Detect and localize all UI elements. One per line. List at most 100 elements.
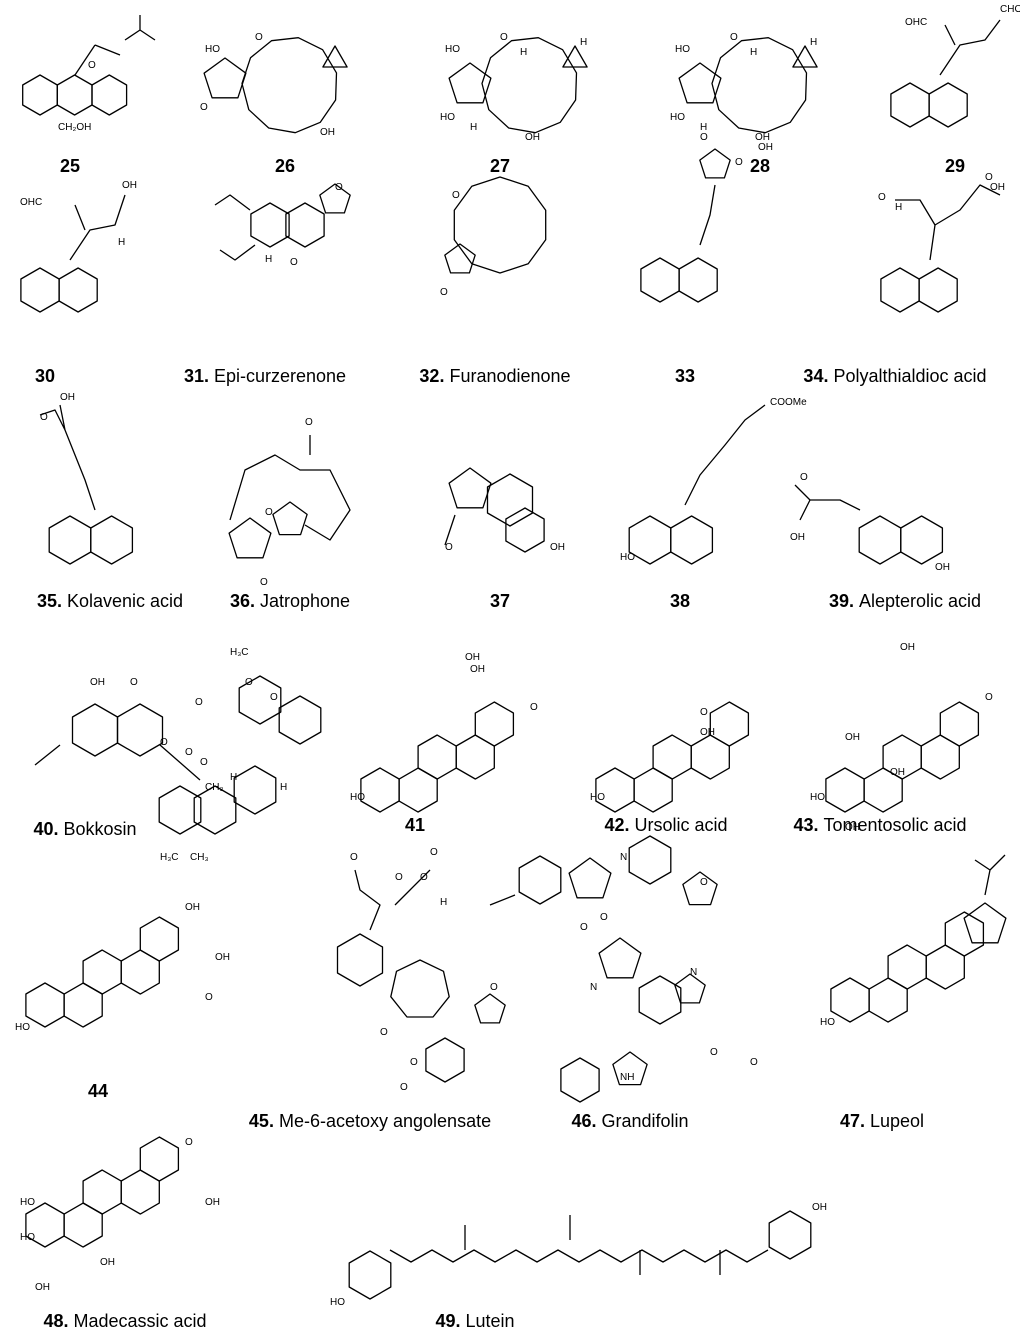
atom-label: HO	[205, 44, 220, 55]
compound-name: Lupeol	[869, 1111, 925, 1131]
bond-chain	[354, 869, 431, 931]
atom-label: H	[230, 772, 237, 783]
ring-bonds	[830, 977, 870, 1023]
atom-label: O	[270, 692, 278, 703]
atom-label: H₃C	[160, 852, 179, 863]
ring-bonds	[56, 74, 93, 116]
ring-bonds	[63, 1202, 103, 1248]
ring-bonds	[448, 62, 492, 104]
compound-number: 46	[571, 1111, 592, 1131]
bond-chain	[124, 15, 156, 41]
atom-label: O	[735, 157, 743, 168]
bond-line	[94, 44, 121, 56]
compound-name: Tomentosolic acid	[823, 815, 967, 835]
compound-caption: 45. Me-6-acetoxy angolensate	[249, 1110, 491, 1132]
atom-label: HO	[15, 1022, 30, 1033]
atom-label: O	[195, 697, 203, 708]
atom-label: HO	[620, 552, 635, 563]
atom-label: HO	[20, 1232, 35, 1243]
compound-number: 36	[229, 591, 250, 611]
atom-label: O	[410, 1057, 418, 1068]
compound-caption: 36. Jatrophone	[230, 590, 350, 612]
bond-chain	[214, 194, 256, 261]
compound-name: Alepterolic acid	[858, 591, 982, 611]
atom-label: H	[750, 47, 757, 58]
ring-bonds	[120, 1169, 160, 1215]
ring-bonds	[228, 517, 272, 559]
bond-line	[74, 44, 96, 76]
compound-caption: 39. Alepterolic acid	[829, 590, 981, 612]
atom-label: OH	[755, 132, 770, 143]
compound-name: Grandifolin	[601, 1111, 689, 1131]
atom-label: O	[395, 872, 403, 883]
caption-separator: .	[848, 591, 859, 611]
ring-bonds	[678, 62, 722, 104]
atom-label: OH	[525, 132, 540, 143]
ring-bonds	[598, 937, 642, 979]
atom-label: N	[590, 982, 597, 993]
atom-label: OH	[320, 127, 335, 138]
atom-label: O	[380, 1027, 388, 1038]
atom-label: H	[810, 37, 817, 48]
ring-bonds	[887, 944, 927, 990]
atom-label: OH	[700, 727, 715, 738]
ring-bonds	[22, 74, 58, 116]
atom-label: O	[730, 32, 738, 43]
ring-bonds	[319, 183, 351, 214]
bond-chain	[69, 194, 126, 261]
compound-number: 41	[404, 815, 426, 835]
ring-bonds	[63, 982, 103, 1028]
ring-bonds	[48, 515, 92, 565]
ring-bonds	[900, 515, 944, 565]
atom-label: O	[710, 1047, 718, 1058]
compound-number: 43	[793, 815, 814, 835]
ring-bonds	[272, 501, 308, 536]
compound-number: 31	[183, 366, 204, 386]
bond-chain	[39, 404, 96, 511]
ring-bonds	[20, 267, 60, 313]
atom-label: OHC	[905, 17, 927, 28]
ring-bonds	[193, 785, 237, 835]
caption-separator: .	[203, 366, 214, 386]
atom-label: H	[580, 37, 587, 48]
atom-label: O	[185, 1137, 193, 1148]
atom-label: O	[400, 1082, 408, 1093]
atom-label: O	[335, 182, 343, 193]
atom-label: OH	[845, 822, 860, 833]
compound-name: Bokkosin	[63, 819, 137, 839]
ring-bonds	[486, 473, 534, 527]
compound-caption: 26	[275, 155, 295, 177]
ring-bonds	[390, 959, 450, 1018]
compound-number: 38	[669, 591, 691, 611]
atom-label: OH	[122, 180, 137, 191]
ring-bonds	[250, 202, 290, 248]
atom-label: O	[245, 677, 253, 688]
atom-label: OH	[205, 1197, 220, 1208]
atom-label: O	[420, 872, 428, 883]
atom-label: HO	[330, 1297, 345, 1308]
compound-caption: 30	[35, 365, 55, 387]
ring-bonds	[474, 701, 515, 747]
ring-bonds	[674, 973, 706, 1004]
ring-bonds	[278, 695, 322, 745]
ring-bonds	[90, 515, 134, 565]
atom-label: OH	[35, 1282, 50, 1293]
atom-label: HO	[590, 792, 605, 803]
bond-chain	[684, 404, 766, 506]
ring-bonds	[71, 703, 119, 757]
atom-label: NH	[620, 1072, 634, 1083]
ring-bonds	[158, 785, 202, 835]
atom-label: OH	[845, 732, 860, 743]
ring-bonds	[518, 855, 562, 905]
ring-bonds	[628, 515, 672, 565]
